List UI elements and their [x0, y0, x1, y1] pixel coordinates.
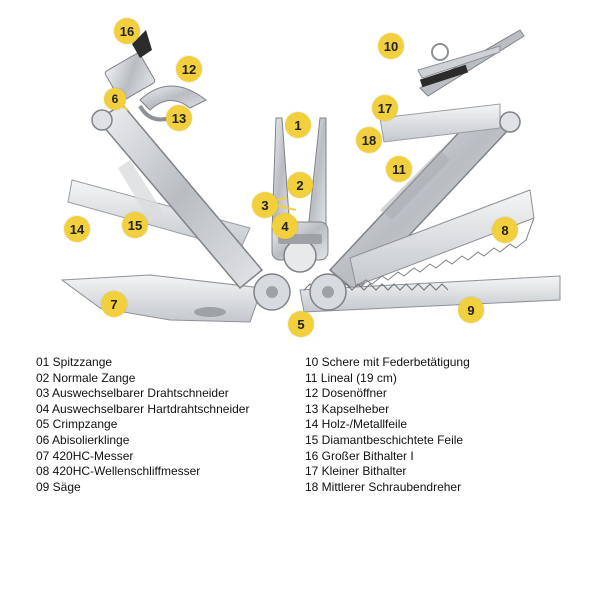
callout-5: 5: [288, 311, 314, 337]
legend-item-08: 08 420HC-Wellenschliffmesser: [36, 464, 201, 479]
legend-item-03: 03 Auswechselbarer Drahtschneider: [36, 386, 229, 401]
callout-6: 6: [104, 88, 126, 110]
callout-8: 8: [492, 217, 518, 243]
pliers-pivot: [283, 239, 317, 273]
callout-2: 2: [287, 172, 313, 198]
legend-item-01: 01 Spitzzange: [36, 355, 113, 369]
callout-14: 14: [64, 216, 90, 242]
legend-item-05: 05 Crimpzange: [36, 417, 118, 432]
legend-item-11: 11 Lineal (19 cm): [305, 370, 397, 385]
callout-1: 1: [285, 112, 311, 138]
legend-item-09: 09 Säge: [36, 479, 81, 494]
callout-17: 17: [372, 95, 398, 121]
legend-item-14: 14 Holz-/Metallfeile: [305, 417, 408, 432]
callout-9: 9: [458, 297, 484, 323]
callout-15: 15: [122, 212, 148, 238]
callout-16: 16: [114, 18, 140, 44]
saw-9: [299, 275, 561, 313]
callout-13: 13: [166, 105, 192, 131]
callout-7: 7: [101, 291, 127, 317]
callout-10: 10: [378, 33, 404, 59]
legend-item-12: 12 Dosenöffner: [305, 386, 387, 401]
legend-item-04: 04 Auswechselbarer Hartdrahtschneider: [36, 401, 250, 416]
legend-item-16: 16 Großer Bithalter I: [305, 448, 414, 463]
legend-item-15: 15 Diamantbeschichtete Feile: [305, 432, 464, 447]
legend-item-13: 13 Kapselheber: [305, 401, 390, 416]
callout-3: 3: [252, 192, 278, 218]
legend-item-02: 02 Normale Zange: [36, 370, 136, 385]
ruler-11: [379, 103, 501, 143]
can-opener-12: [139, 85, 207, 111]
callout-11: 11: [386, 156, 412, 182]
multitool-illustration: [60, 29, 561, 323]
legend-item-07: 07 420HC-Messer: [36, 448, 134, 463]
callout-4: 4: [272, 213, 298, 239]
legend-item-18: 18 Mittlerer Schraubendreher: [305, 479, 462, 494]
legend-item-10: 10 Schere mit Federbetätigung: [305, 355, 470, 369]
scissors-10: [419, 29, 525, 97]
callout-18: 18: [356, 127, 382, 153]
legend-column-left: 01 Spitzzange 02 Normale Zange 03 Auswec…: [36, 355, 249, 495]
knife-blade-7: [60, 274, 263, 323]
callout-12: 12: [176, 56, 202, 82]
legend-item-06: 06 Abisolierklinge: [36, 432, 130, 447]
legend-column-right: 10 Schere mit Federbetätigung 11 Lineal …: [305, 355, 470, 495]
pliers-jaw-right: [307, 117, 327, 233]
legend-item-17: 17 Kleiner Bithalter: [305, 464, 407, 479]
